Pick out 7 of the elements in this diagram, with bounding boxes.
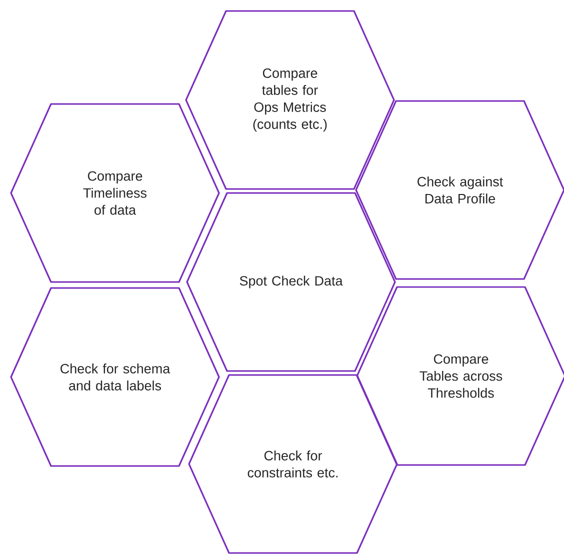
hexagon: Check for schema and data labels	[10, 287, 220, 467]
hexagon: Compare tables for Ops Metrics (counts etc.)	[185, 10, 395, 190]
hexagon: Check against Data Profile	[355, 100, 564, 280]
hexagon: Compare Timeliness of data	[10, 103, 220, 283]
hexagon: Compare Tables across Thresholds	[356, 286, 564, 466]
hexagon: Check for constraints etc.	[188, 374, 398, 554]
hexagon: Spot Check Data	[186, 192, 396, 372]
